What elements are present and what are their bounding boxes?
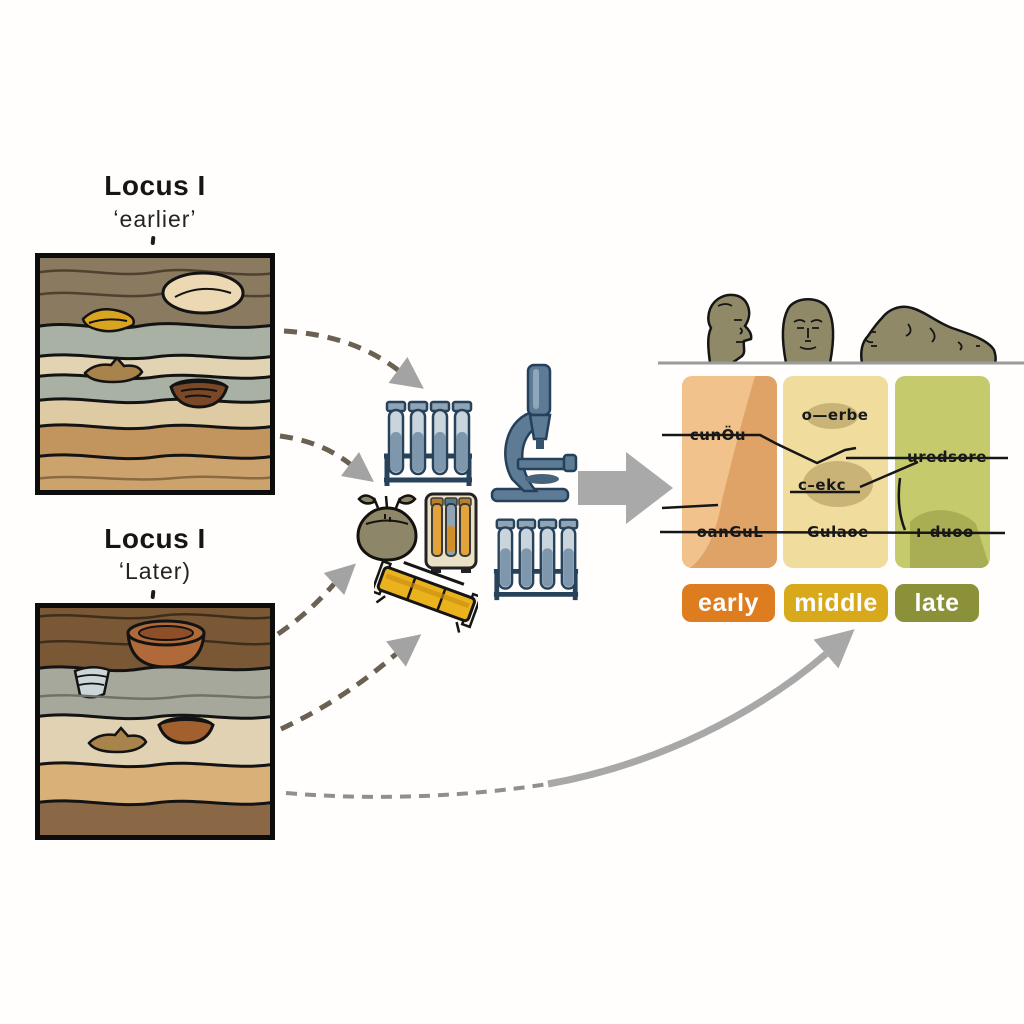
locus1-title: Locus I [104,170,206,201]
strat2-border [35,603,275,840]
microscope-objective [528,413,552,441]
microscope-arm [504,409,542,493]
bowl-artifact [169,378,229,409]
arrowhead-3 [323,563,356,595]
locus1-stratigraphy-panel [35,253,275,495]
wood-artifact [83,356,144,384]
inscription-middle-top: o—erbe [802,406,869,424]
dashed-arrow-1 [283,328,400,373]
locus2-stratigraphy-panel [35,603,275,840]
locus2-subtitle: ʻLater) [118,558,192,584]
dashed-arrow-4 [279,652,398,732]
inscription-middle-mid: c–ekc [798,476,846,494]
arrowhead-2 [340,452,374,483]
microscope-specimen [525,474,559,484]
test-tube-rack-icon [384,400,473,486]
microscope-stage [516,457,572,471]
curved-arrow-dashed-segment [285,782,549,799]
wood-artifact-2 [87,726,148,754]
inscription-early-top: cunÖu [690,425,746,444]
sample-pouch-icon [356,494,418,562]
phase-badge-middle: middle [784,584,888,622]
scale-bar [376,565,476,623]
inscription-late-bottom: ı–duoo [916,523,974,541]
curved-arrowhead [813,629,855,669]
seriation-columns: cunÖu oanGuL o—erbe c–ekc Gulaoe uredsor… [660,376,1008,568]
stone-artifact [161,271,245,315]
curved-arrow-solid-segment [547,651,829,788]
inscription-early-bottom: oanGuL [697,523,764,541]
inscription-middle-bottom: Gulaoe [807,523,869,541]
reclining-figure-bust [860,305,997,365]
box-tubes [430,497,472,557]
microscope-icon [490,363,578,503]
column-middle-blob-2 [803,461,873,507]
sample-tube-box-icon [424,492,478,573]
bowl-artifact-2 [157,716,215,745]
locus1-subtitle: ʻearlierʼ [113,206,197,232]
strat1-bottom-layer [35,454,275,495]
arrowhead-1 [388,357,424,389]
busts-row [658,293,1024,365]
column-late-blob [910,510,990,568]
rack-frame [384,453,472,486]
test-tube-rack-icon-2 [493,518,579,601]
strat2-bottom-layer [35,800,275,840]
strat1-border [35,253,275,495]
phase-badge-late: late [895,584,979,622]
inscription-late-top: uredsore [907,448,987,466]
profile-head-bust [707,293,753,365]
inscription-connector-lines [660,433,1008,535]
arrowhead-4 [386,634,422,667]
locus2-title: Locus I [104,523,206,554]
dashed-arrow-3 [276,582,336,637]
folding-scale-icon [374,559,478,633]
test-tubes [385,400,473,476]
phase-badge-early: early [682,584,775,622]
dashed-arrow-2 [279,433,352,466]
glass-cup-artifact [73,666,111,699]
column-early-blob [690,376,777,568]
pouch-body [356,506,418,562]
block-arrow-icon [578,452,673,524]
column-middle-blob-1 [806,403,858,429]
